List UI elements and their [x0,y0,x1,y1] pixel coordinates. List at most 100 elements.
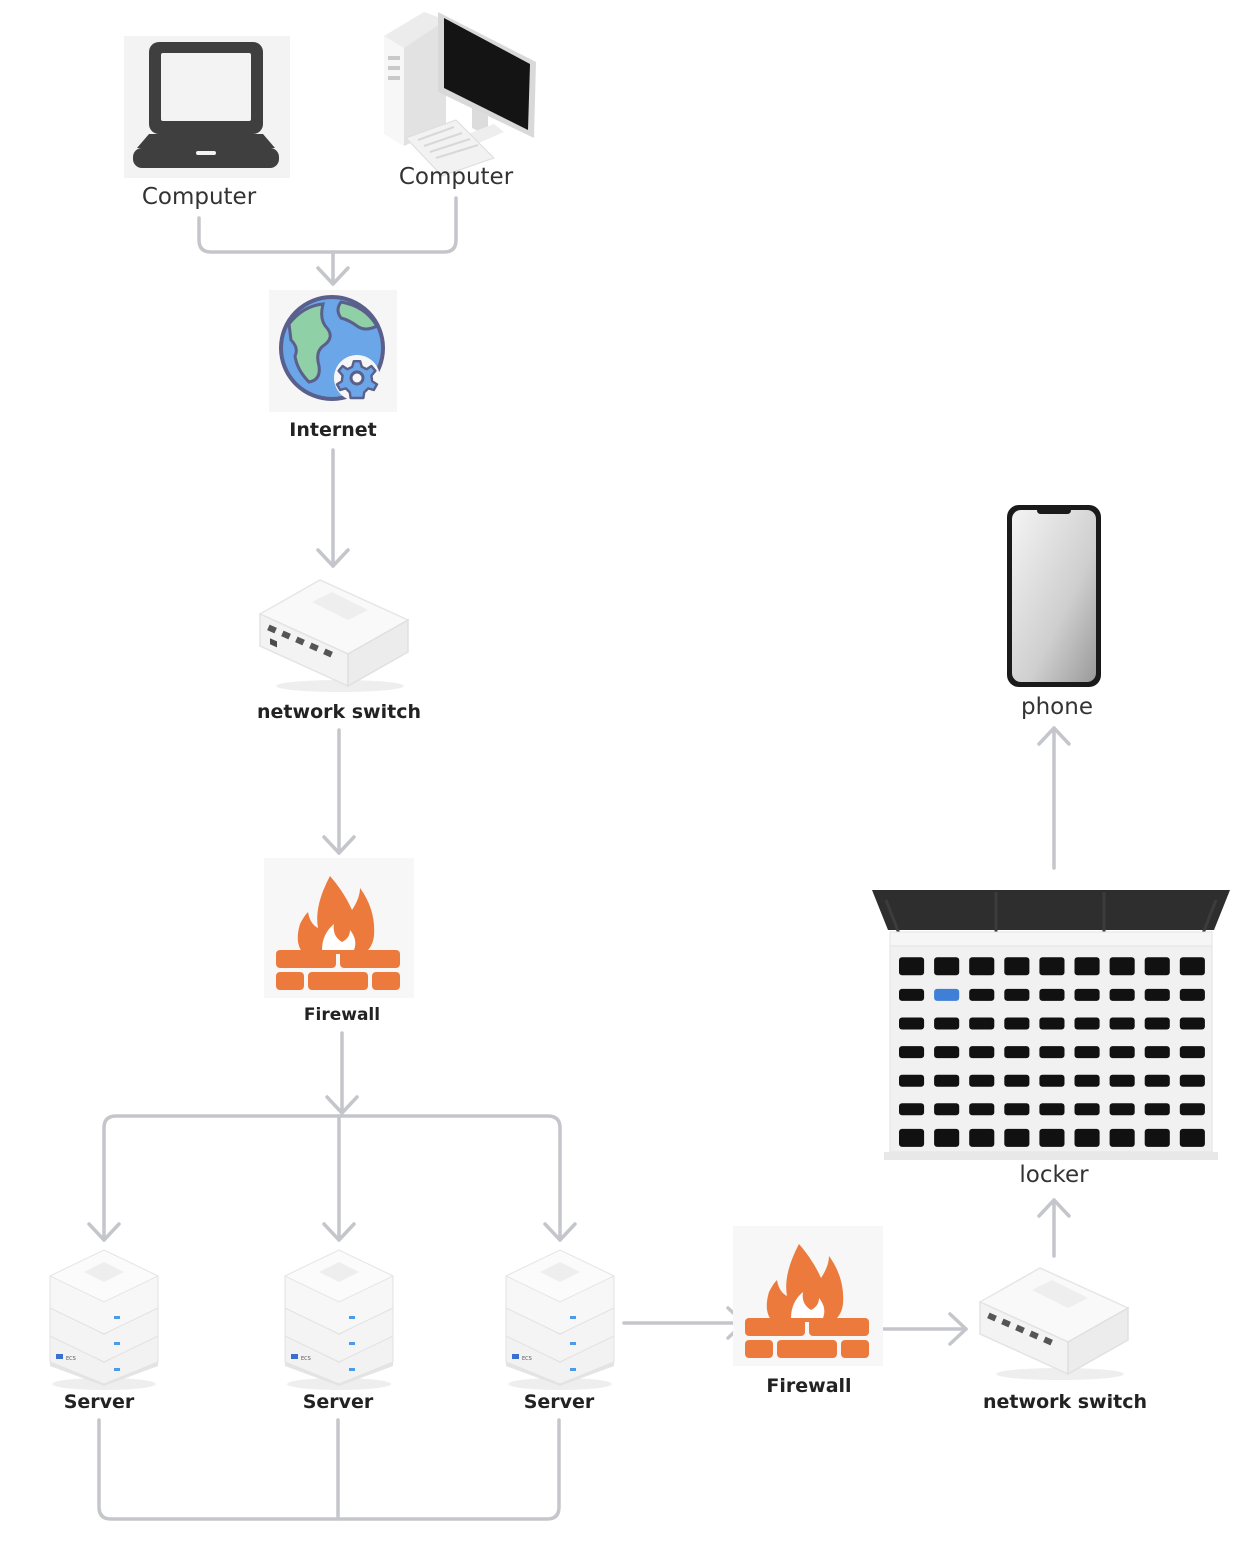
locker-door [1004,1046,1030,1059]
locker-door [1144,1017,1170,1030]
server-icon: ECS [46,1246,162,1392]
arrowhead [316,266,350,286]
locker-door [969,988,995,1001]
arrowhead [1037,726,1071,746]
server-1-label: Server [63,1391,135,1413]
locker-door [969,1074,995,1087]
locker-door [1109,1017,1135,1030]
locker-door [934,1128,960,1147]
arrowhead [1037,1198,1071,1218]
svg-text:ECS: ECS [66,1356,76,1362]
locker-door [1144,1103,1170,1116]
edge-desktop-internet [331,196,458,286]
arrowhead [948,1312,968,1346]
network-switch-icon [256,574,412,694]
locker-door [899,1017,925,1030]
switch-top-label: network switch [257,701,421,723]
smart-locker-icon [870,886,1232,1164]
locker-door [934,1074,960,1087]
firewall-icon [264,858,414,998]
desktop-label: Computer [398,164,514,190]
locker-door [969,1017,995,1030]
locker-door [1039,988,1065,1001]
locker-door [1144,988,1170,1001]
locker-door [899,1074,925,1087]
smartphone-icon [1005,503,1103,689]
locker-door [934,1103,960,1116]
locker-door [1074,1046,1100,1059]
locker-door [1004,1074,1030,1087]
locker-door [1039,957,1065,976]
locker-door [1039,1074,1065,1087]
locker-door [1074,1128,1100,1147]
svg-text:ECS: ECS [522,1356,532,1362]
server-icon: ECS [281,1246,397,1392]
locker-door [1004,1128,1030,1147]
locker-label: locker [1019,1162,1089,1188]
server-2-label: Server [302,1391,374,1413]
locker-door [1179,1046,1205,1059]
locker-door [1109,1074,1135,1087]
locker-door [1039,1128,1065,1147]
arrowhead [543,1222,577,1242]
laptop-label: Computer [141,184,257,210]
edge-server-bus-bottom [97,1418,561,1521]
network-switch-icon [976,1262,1132,1382]
server-icon: ECS [502,1246,618,1392]
locker-door [1179,1074,1205,1087]
locker-door [969,1103,995,1116]
edge-laptop-internet [197,216,335,254]
firewall-icon [733,1226,883,1366]
locker-door [899,1103,925,1116]
locker-door [1039,1103,1065,1116]
desktop-computer-icon [376,8,541,178]
svg-text:ECS: ECS [301,1356,311,1362]
switch-bottom-label: network switch [983,1391,1147,1413]
locker-door [1179,988,1205,1001]
phone-label: phone [1021,694,1093,720]
locker-door [1109,1046,1135,1059]
locker-door [1004,988,1030,1001]
locker-door [1004,1103,1030,1116]
arrowhead [316,548,350,568]
locker-door [1179,1017,1205,1030]
locker-door [1074,1103,1100,1116]
server-3-label: Server [523,1391,595,1413]
locker-door [969,1128,995,1147]
edge-bus-top [102,1114,562,1242]
locker-door [1004,1017,1030,1030]
locker-door [1144,1074,1170,1087]
locker-door [1179,1103,1205,1116]
locker-door [899,957,925,976]
locker-door [934,1017,960,1030]
locker-door [969,1046,995,1059]
locker-door [1144,957,1170,976]
locker-door [1179,1128,1205,1147]
locker-door [899,1046,925,1059]
arrowhead [325,1095,359,1115]
arrowhead [87,1222,121,1242]
locker-door [934,957,960,976]
arrowhead [322,835,356,855]
globe-gear-icon [269,290,397,412]
laptop-icon [124,36,290,178]
locker-door [1144,1128,1170,1147]
locker-door [1074,957,1100,976]
locker-door [1074,988,1100,1001]
arrowhead [322,1222,356,1242]
locker-door [1074,1074,1100,1087]
locker-door [1179,957,1205,976]
locker-door [1109,1128,1135,1147]
locker-door [969,957,995,976]
locker-door [1039,1017,1065,1030]
locker-door [1074,1017,1100,1030]
locker-door [1144,1046,1170,1059]
locker-door [1004,957,1030,976]
internet-label: Internet [289,419,377,441]
locker-door [1109,988,1135,1001]
locker-door [1109,957,1135,976]
firewall-top-label: Firewall [303,1005,381,1025]
firewall-bottom-label: Firewall [766,1375,852,1397]
